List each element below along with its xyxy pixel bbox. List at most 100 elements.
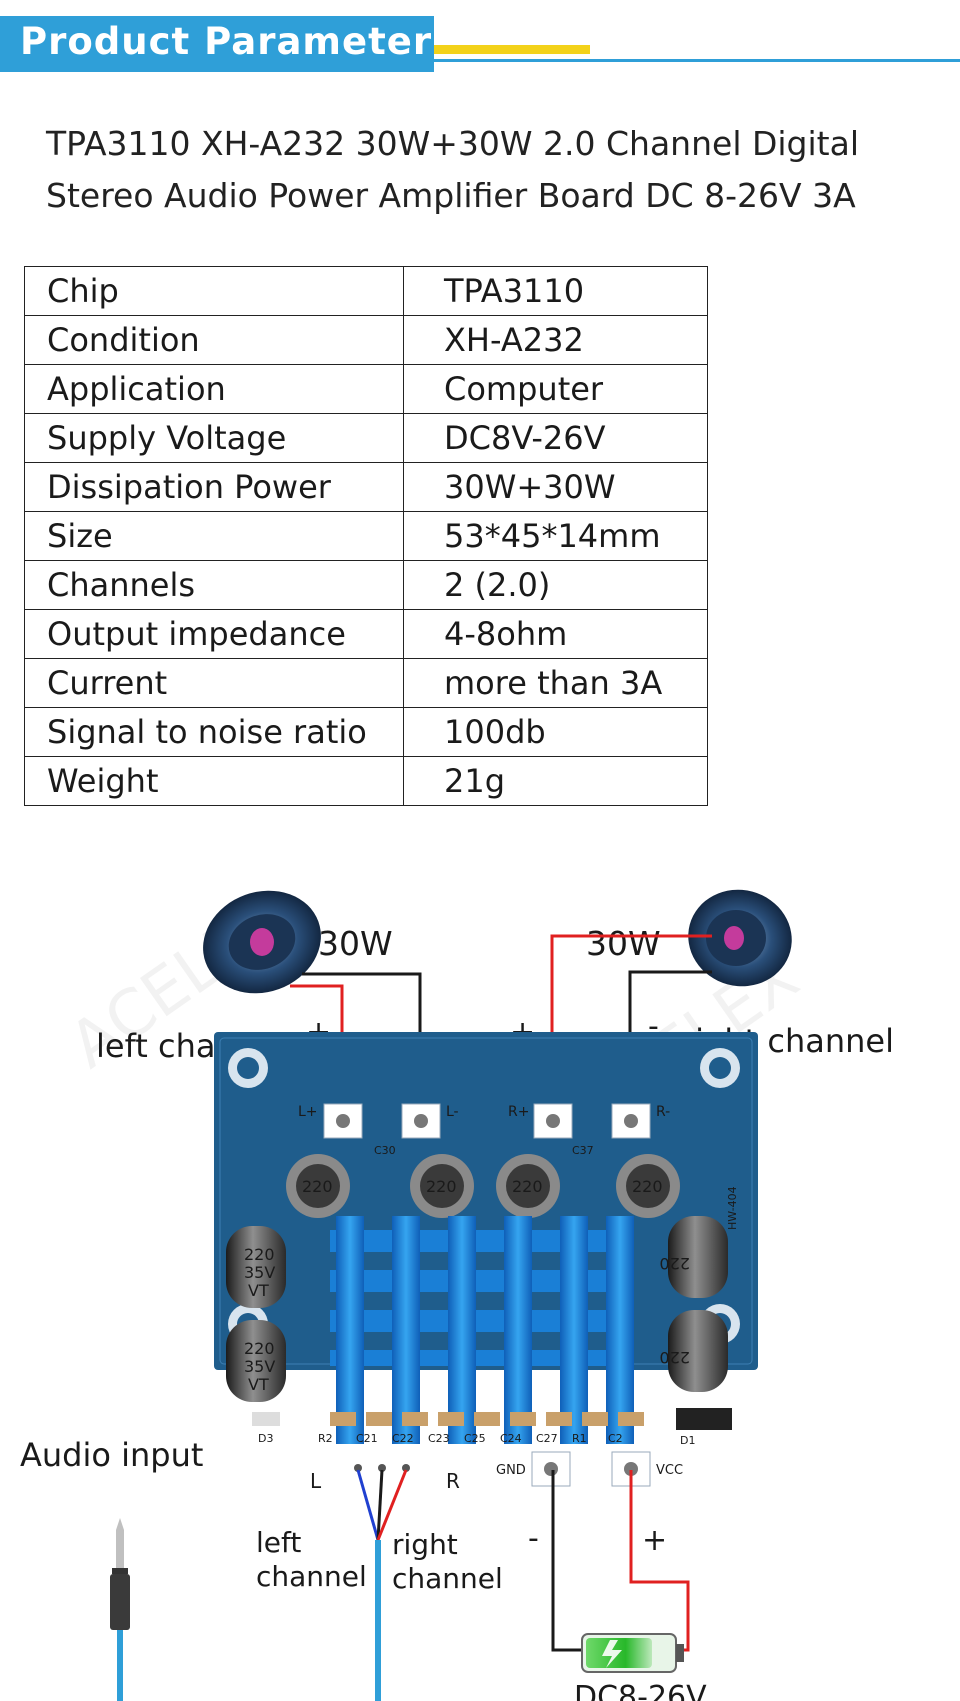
param-value: 21g [403,756,708,806]
jack-left-label-1: left [256,1526,301,1559]
battery-icon [581,1633,684,1673]
supply-minus: - [528,1521,539,1556]
silk-bottom-0: R2 [318,1432,333,1445]
param-value: 2 (2.0) [403,560,708,610]
silk-r-minus: R- [656,1104,670,1120]
capacitors-right [668,1216,728,1392]
product-title-line1: TPA3110 XH-A232 30W+30W 2.0 Channel Digi… [46,124,859,163]
gnd-wire [551,1470,588,1652]
silk-vcc: VCC [656,1463,683,1478]
section-title: Product Parameter [20,20,433,63]
heatsink [330,1216,634,1444]
supply-voltage-label: DC8-26V [574,1680,707,1701]
param-key: Weight [24,756,404,806]
jack-right-wire [376,1469,408,1541]
inductor-label: 220 [426,1177,457,1196]
param-value: XH-A232 [403,315,708,365]
left-power-label: 30W [318,924,393,963]
jack-right-label-2: channel [392,1562,503,1595]
silk-bottom-4: C25 [464,1432,486,1445]
audio-header [333,1445,441,1489]
param-key: Condition [24,315,404,365]
cap-label: 35V [244,1357,275,1376]
param-key: Signal to noise ratio [24,707,404,757]
speaker-terminal-pads [323,1103,651,1139]
jack-left-label-2: channel [256,1560,367,1593]
right-minus-sign: - [648,1009,659,1044]
silk-bottom-3: C23 [428,1432,450,1445]
silk-bottom-7: R1 [572,1432,587,1445]
param-key: Chip [24,266,404,316]
cap-label: VT [248,1375,269,1394]
cap-label: 220 [244,1339,275,1358]
silk-bottom-2: C22 [392,1432,414,1445]
inductor-label: 220 [632,1177,663,1196]
param-key: Channels [24,560,404,610]
param-key: Size [24,511,404,561]
silk-hw: HW-404 [726,1186,739,1230]
param-key: Output impedance [24,609,404,659]
header-rule [434,59,960,62]
param-value: DC8V-26V [403,413,708,463]
param-key: Application [24,364,404,414]
cap-label: 220 [659,1348,690,1367]
param-value: 100db [403,707,708,757]
silk-bottom-5: C24 [500,1432,522,1445]
param-value: more than 3A [403,658,708,708]
header-tab [0,16,434,72]
audio-cable [117,1540,381,1701]
wiring-diagram: ACELEX ACELEX 30W 30W left channel right… [20,880,894,1701]
product-title: TPA3110 XH-A232 30W+30W 2.0 Channel Digi… [46,118,946,222]
jack-ground-wire [376,1469,384,1541]
param-value: Computer [403,364,708,414]
silk-c30: C30 [374,1144,396,1157]
silk-bottom-8: C2 [608,1432,623,1445]
cap-label: 220 [244,1245,275,1264]
param-key: Current [24,658,404,708]
param-value: 30W+30W [403,462,708,512]
silk-d3: D3 [258,1432,273,1445]
inductor-label: 220 [302,1177,333,1196]
smd-row [252,1408,732,1430]
silk-bottom-1: C21 [356,1432,378,1445]
param-value: 53*45*14mm [403,511,708,561]
param-value: TPA3110 [403,266,708,316]
silk-r-plus: R+ [508,1104,529,1120]
vcc-wire [629,1470,690,1652]
silk-L: L [310,1469,322,1493]
silk-R: R [446,1469,460,1493]
cap-label: 220 [659,1254,690,1273]
audio-jack-icon [110,1518,130,1630]
silk-d1: D1 [680,1434,695,1447]
jack-left-wire [356,1469,380,1541]
param-key: Dissipation Power [24,462,404,512]
inductor-label: 220 [512,1177,543,1196]
cap-label: VT [248,1281,269,1300]
right-power-label: 30W [586,924,661,963]
silk-gnd: GND [496,1463,526,1478]
silk-bottom-6: C27 [536,1432,558,1445]
amplifier-board: L+ L- R+ R- 220 220 220 220 C30 C37 HW-4… [214,1032,758,1493]
silk-l-plus: L+ [298,1104,318,1120]
header-accent-bar [434,45,590,54]
cap-label: 35V [244,1263,275,1282]
inductors [286,1154,680,1218]
silk-l-minus: L- [446,1104,459,1120]
silk-c37: C37 [572,1144,594,1157]
right-speaker-icon [688,889,792,987]
audio-input-label: Audio input [20,1436,203,1474]
jack-right-label-1: right [392,1528,458,1561]
param-key: Supply Voltage [24,413,404,463]
